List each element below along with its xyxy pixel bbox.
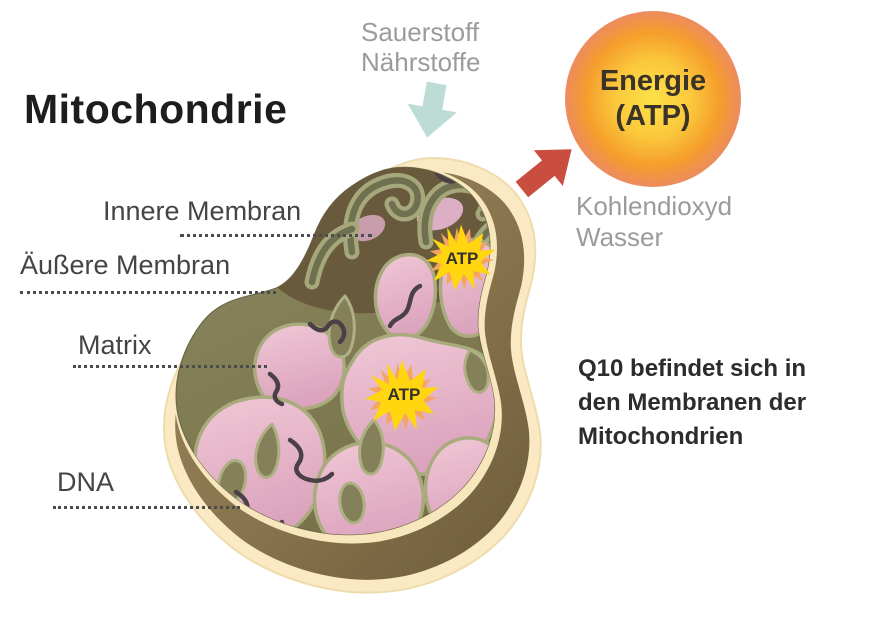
- atp-burst-upper-label: ATP: [445, 249, 479, 268]
- input-line-1: Sauerstoff: [361, 17, 480, 47]
- output-line-2: Wasser: [576, 222, 664, 252]
- label-inner-membrane: Innere Membran: [103, 196, 302, 226]
- output-substances-label: Kohlendioxyd Wasser: [576, 191, 732, 253]
- q10-note: Q10 befindet sich in den Membranen der M…: [578, 352, 806, 454]
- down-arrow-icon: [407, 81, 457, 138]
- input-substances-label: Sauerstoff Nährstoffe: [361, 17, 480, 77]
- input-line-2: Nährstoffe: [361, 47, 481, 77]
- up-right-arrow-icon: [515, 149, 572, 198]
- mitochondrion-illustration: [162, 157, 542, 594]
- energy-ball: Energie (ATP): [565, 11, 741, 187]
- label-outer-membrane: Äußere Membran: [20, 250, 231, 280]
- q10-note-line-3: Mitochondrien: [578, 423, 744, 450]
- label-matrix: Matrix: [78, 330, 152, 360]
- q10-note-line-2: den Membranen der: [578, 389, 807, 416]
- matrix-leader-line: [73, 365, 267, 368]
- q10-note-line-1: Q10 befindet sich in: [578, 355, 807, 382]
- label-dna: DNA: [57, 467, 115, 497]
- atp-burst-lower-label: ATP: [387, 385, 421, 404]
- cristae-wedges: [216, 294, 490, 525]
- energy-ball-line-1: Energie: [599, 65, 707, 97]
- output-line-1: Kohlendioxyd: [576, 191, 733, 221]
- page-title: Mitochondrie: [24, 86, 288, 132]
- energy-ball-line-2: (ATP): [615, 100, 691, 132]
- outer-membrane-leader-line: [20, 291, 276, 294]
- inner-membrane-leader-line: [180, 234, 372, 237]
- dna-leader-line: [53, 506, 240, 509]
